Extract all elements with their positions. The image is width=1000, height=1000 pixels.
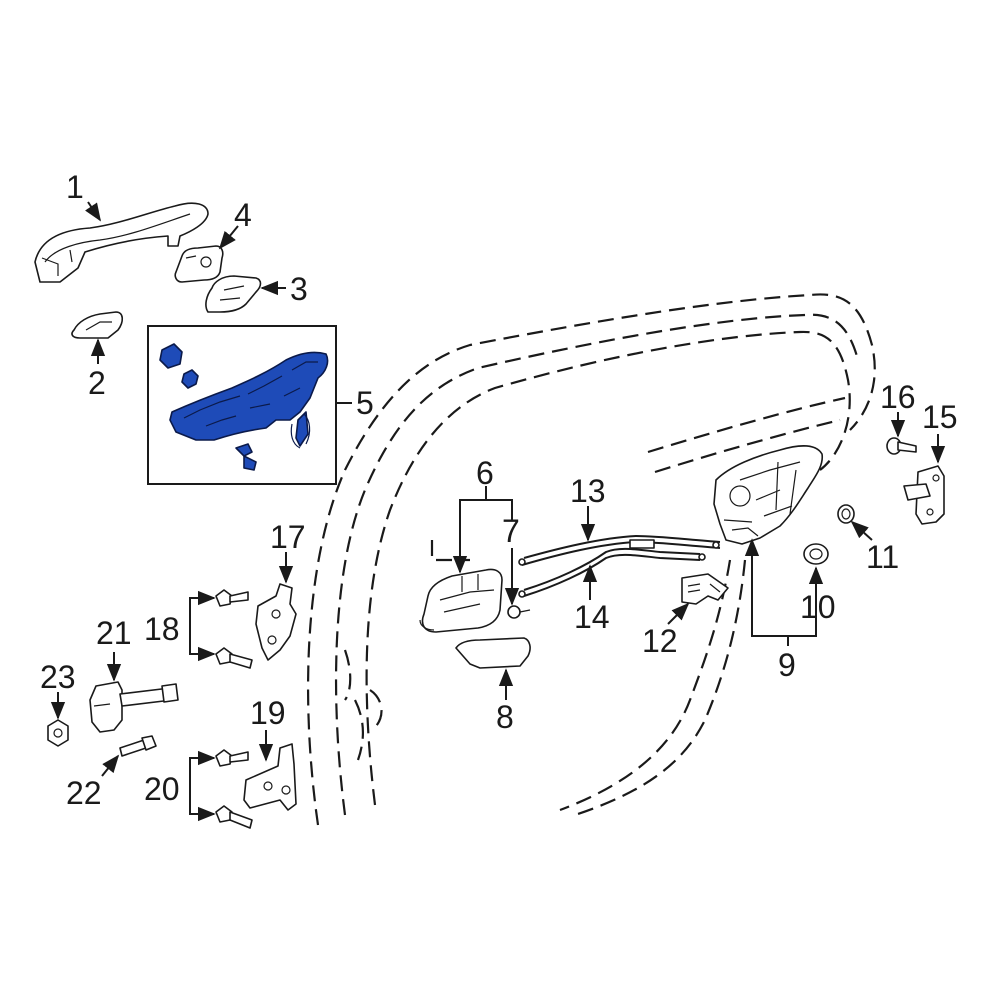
outside-handle [34, 202, 209, 283]
callout-2: 2 [88, 365, 106, 401]
check-bolt [119, 735, 157, 757]
cables [518, 534, 721, 598]
nut [47, 719, 69, 747]
leader-lines [50, 201, 946, 822]
upper-hinge [255, 583, 297, 661]
callout-22: 22 [66, 775, 102, 811]
lower-hinge [243, 743, 297, 811]
door-check [89, 681, 179, 733]
grommet [803, 543, 829, 565]
clip [507, 605, 531, 619]
callout-15: 15 [922, 399, 958, 435]
callout-7: 7 [502, 513, 520, 549]
connector [681, 573, 729, 605]
inside-handle [419, 568, 503, 633]
callout-10: 10 [800, 589, 836, 625]
callout-17: 17 [270, 519, 306, 555]
callout-11: 11 [866, 539, 899, 575]
callout-14: 14 [574, 599, 610, 635]
hinge-bolts-upper [215, 589, 253, 669]
lock-assembly [713, 445, 824, 545]
handle-pad [205, 275, 262, 313]
callout-20: 20 [144, 771, 180, 807]
callout-19: 19 [250, 695, 286, 731]
callout-1: 1 [66, 169, 84, 205]
ring [837, 504, 855, 524]
callout-18: 18 [144, 611, 180, 647]
screw [886, 437, 917, 455]
door-outline [306, 293, 876, 826]
callout-21: 21 [96, 615, 132, 651]
callout-4: 4 [234, 197, 252, 233]
hinge-bolts-lower [215, 749, 253, 829]
handle-frame-assembly [147, 325, 337, 485]
handle-cover [174, 245, 224, 283]
callout-12: 12 [642, 623, 678, 659]
callout-23: 23 [40, 659, 76, 695]
callout-8: 8 [496, 699, 514, 735]
handle-cap [71, 311, 124, 339]
callout-6: 6 [476, 455, 494, 491]
callout-9: 9 [778, 647, 796, 683]
striker [903, 465, 945, 525]
callout-numbers: 1 2 3 4 5 6 7 8 9 10 11 12 13 14 15 16 1… [40, 169, 958, 811]
callout-13: 13 [570, 473, 606, 509]
callout-3: 3 [290, 271, 308, 307]
callout-16: 16 [880, 379, 916, 415]
bezel [455, 637, 531, 669]
callout-5: 5 [356, 385, 374, 421]
